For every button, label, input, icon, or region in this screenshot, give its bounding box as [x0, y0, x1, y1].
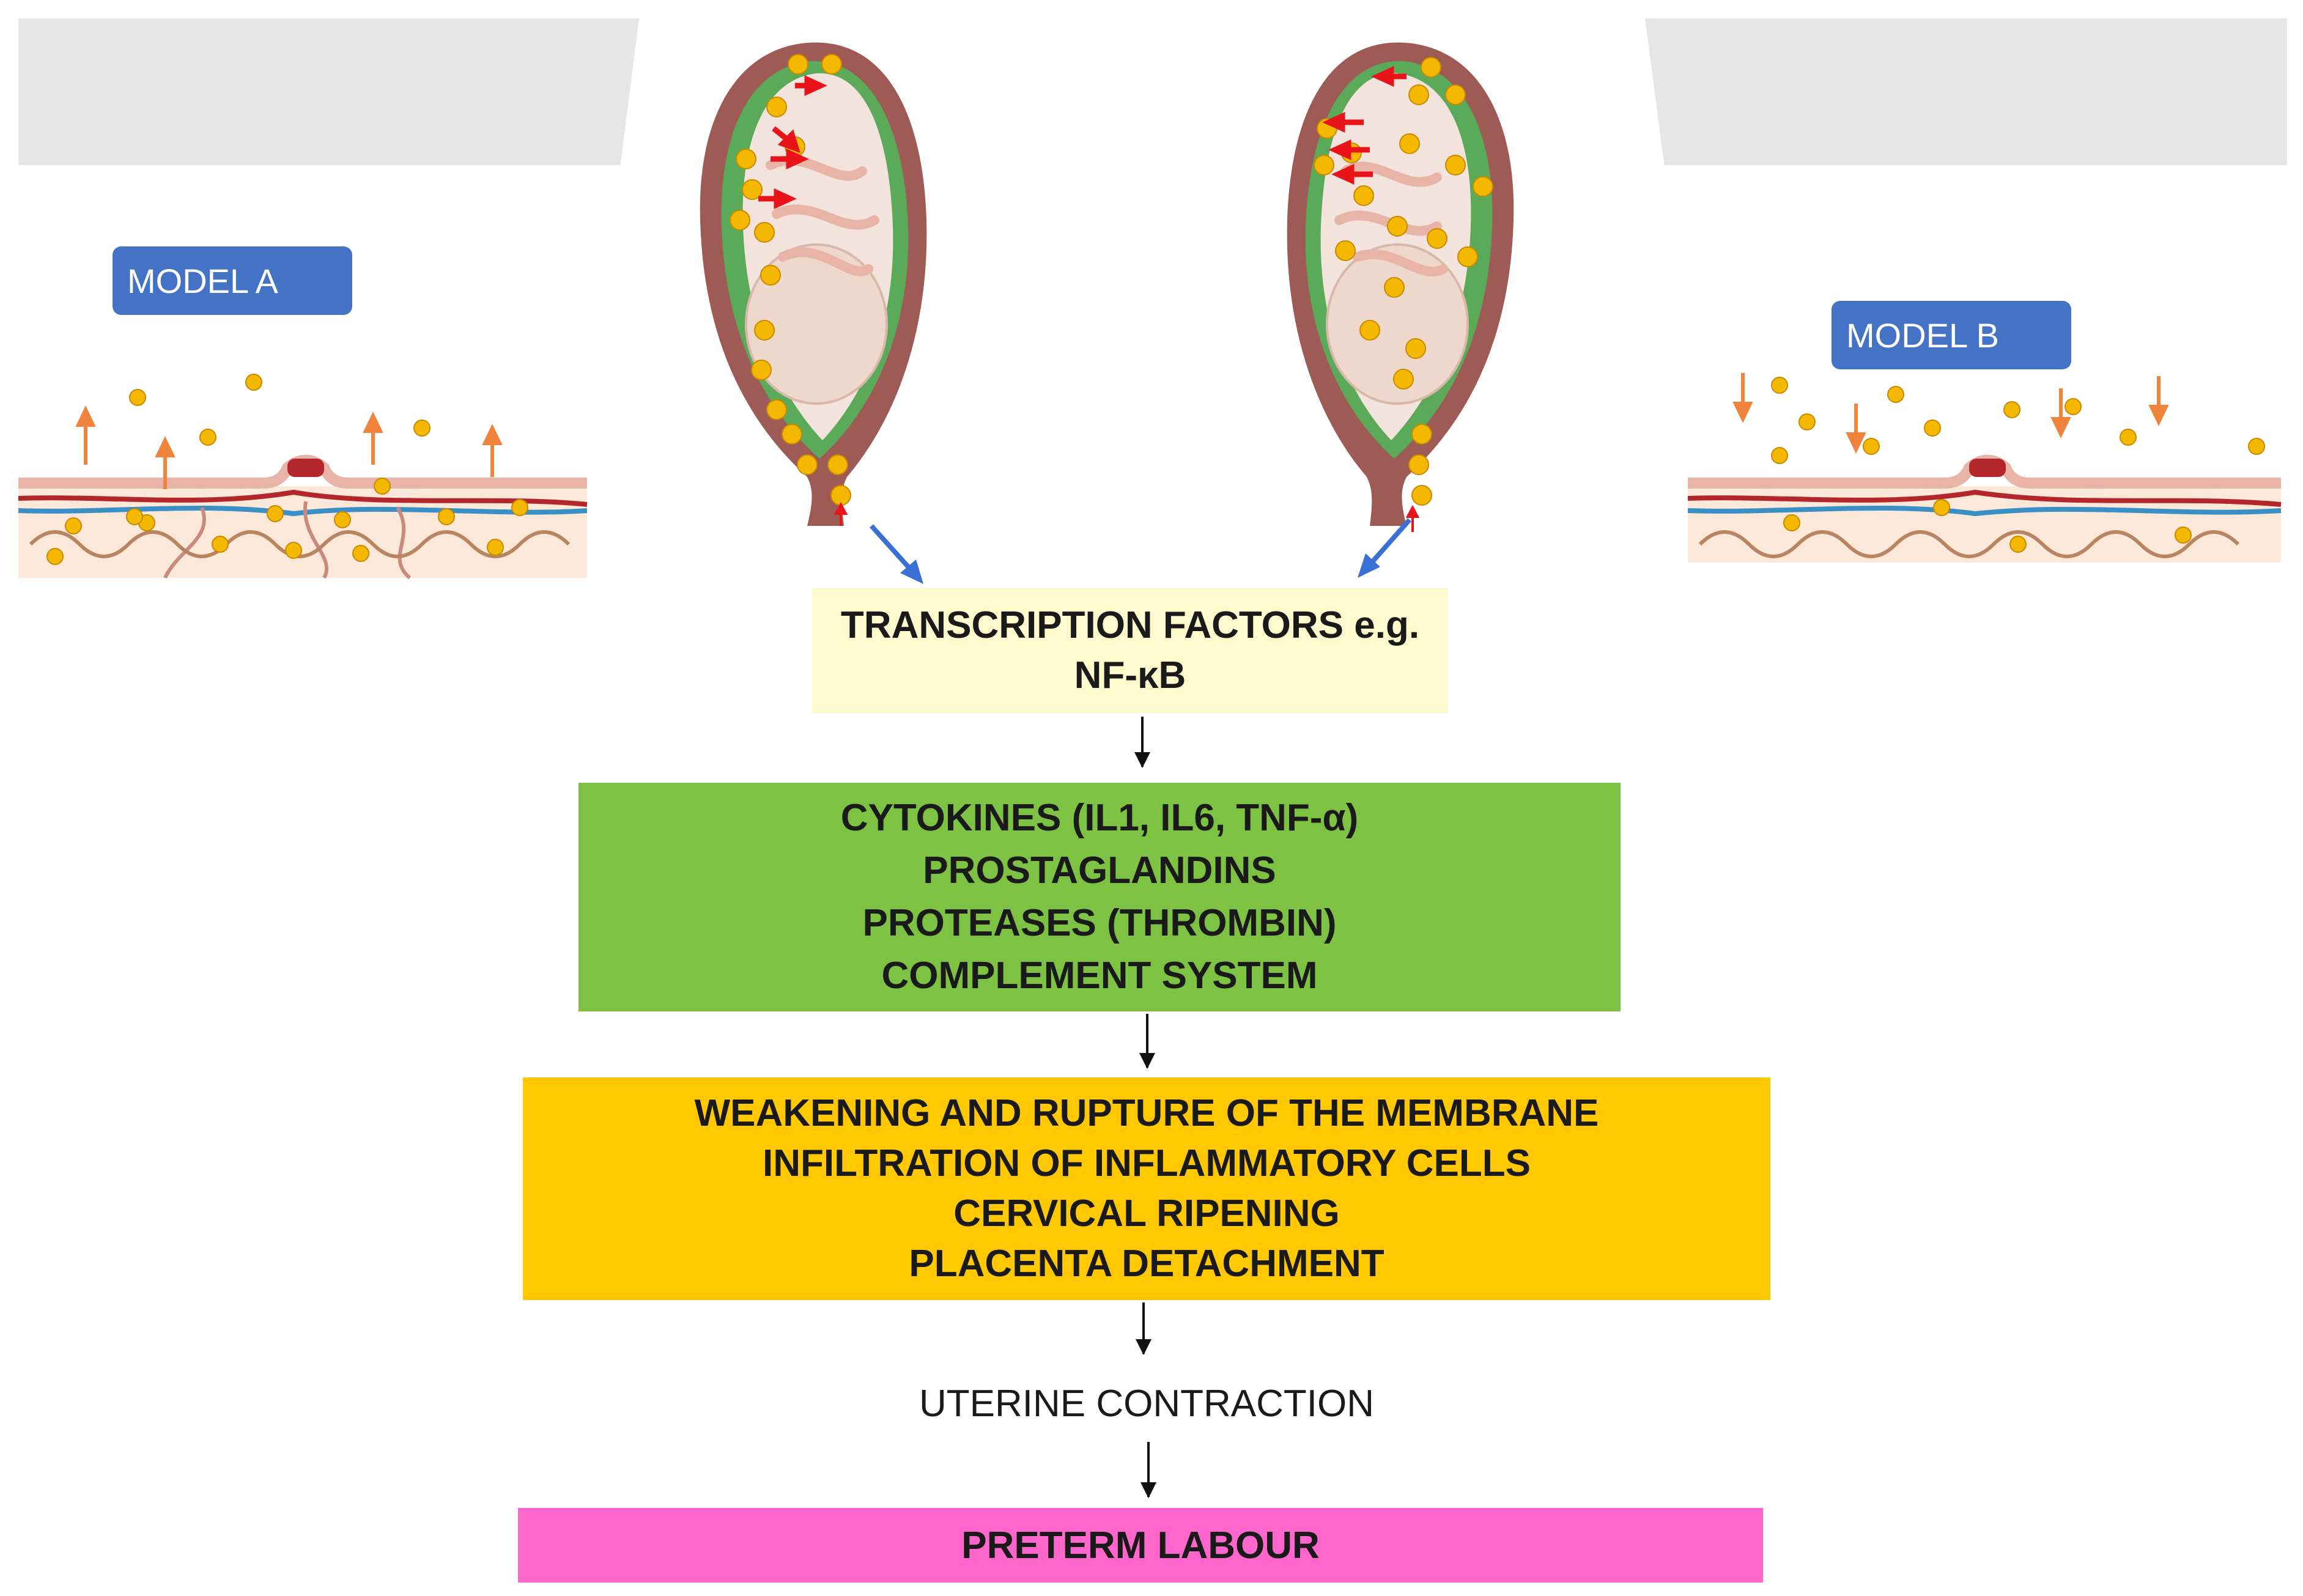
flow-arrow-1	[1134, 717, 1150, 768]
effects-line-1: WEAKENING AND RUPTURE OF THE MEMBRANE	[694, 1092, 1599, 1134]
top-right-banner	[1645, 18, 2287, 165]
villi-outline	[29, 530, 571, 558]
vessel-branch	[163, 501, 412, 580]
effects-line-4: PLACENTA DETACHMENT	[909, 1243, 1384, 1285]
flow-arrow-2	[1139, 1014, 1155, 1069]
downward-arrows	[1732, 373, 2169, 454]
blood-vessel-red	[1687, 489, 2282, 507]
bacteria-group	[730, 54, 851, 506]
fetus-head	[745, 243, 888, 405]
preterm-labour-text: PRETERM LABOUR	[961, 1524, 1320, 1567]
placenta-knot	[287, 459, 324, 477]
cervix-arrow	[1405, 504, 1420, 532]
fetus-head	[1326, 243, 1469, 405]
flow-arrow-3	[1136, 1302, 1152, 1355]
flow-arrow-4	[1140, 1442, 1156, 1498]
mediators-line-2: PROSTAGLANDINS	[923, 849, 1276, 892]
mediators-line-1: CYTOKINES (IL1, IL6, TNF-α)	[840, 797, 1359, 839]
bacteria-group	[46, 374, 528, 565]
blue-arrow-left	[870, 524, 923, 584]
uterine-contraction-text: UTERINE CONTRACTION	[919, 1382, 1374, 1425]
model-b-label: MODEL B	[1832, 301, 2071, 369]
effects-box: WEAKENING AND RUPTURE OF THE MEMBRANE IN…	[523, 1077, 1770, 1300]
mediators-line-4: COMPLEMENT SYSTEM	[881, 955, 1318, 997]
upward-arrows	[75, 405, 503, 489]
red-arrows	[758, 75, 827, 209]
uterine-contraction-label: UTERINE CONTRACTION	[795, 1370, 1498, 1437]
model-b-tissue-illustration	[1687, 373, 2282, 563]
mediators-box: CYTOKINES (IL1, IL6, TNF-α) PROSTAGLANDI…	[579, 783, 1621, 1011]
blue-arrow-right	[1358, 518, 1411, 578]
placenta-knot	[1969, 459, 2006, 477]
blood-vessel-blue	[18, 505, 588, 517]
transcription-line-1: TRANSCRIPTION FACTORS e.g.	[840, 604, 1420, 646]
transcription-line-2: NF-κB	[1074, 654, 1186, 696]
model-a-label: MODEL A	[113, 246, 352, 315]
uterus-illustration-model-b	[1287, 42, 1514, 532]
uterus-illustration-model-a	[700, 42, 927, 526]
blood-vessel-blue	[1687, 505, 2282, 517]
model-a-tissue-illustration	[18, 374, 588, 580]
effects-line-3: CERVICAL RIPENING	[953, 1192, 1340, 1235]
blood-vessel-red	[18, 489, 588, 507]
effects-line-2: INFILTRATION OF INFLAMMATORY CELLS	[763, 1142, 1531, 1184]
transcription-factors-box: TRANSCRIPTION FACTORS e.g. NF-κB	[812, 588, 1448, 713]
top-left-banner	[18, 18, 639, 165]
cervix-arrow	[834, 501, 848, 526]
preterm-labour-box: PRETERM LABOUR	[518, 1508, 1763, 1583]
villi-outline	[1698, 530, 2240, 558]
mediators-line-3: PROTEASES (THROMBIN)	[862, 902, 1337, 944]
bacteria-group	[1771, 377, 2265, 553]
red-arrows	[1322, 66, 1407, 185]
bacteria-group	[1314, 57, 1493, 506]
